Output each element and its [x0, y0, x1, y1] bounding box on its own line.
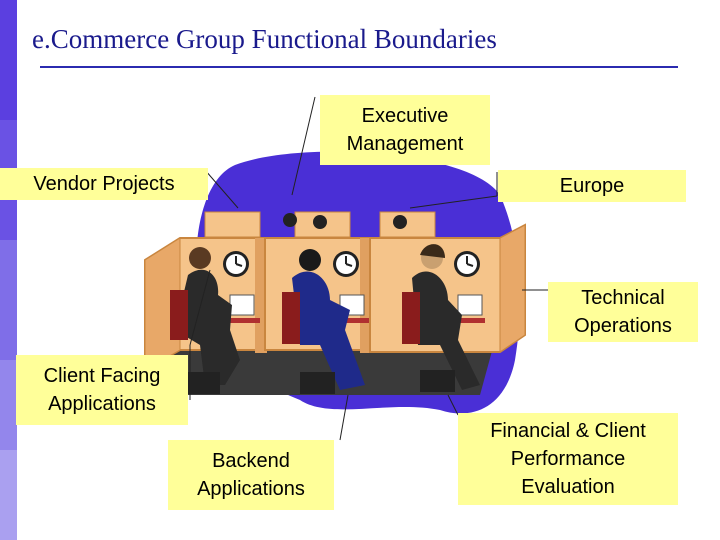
cubicle-1 — [144, 237, 267, 394]
label-client-facing-applications: Client Facing Applications — [16, 355, 188, 425]
connector-lines — [189, 96, 548, 441]
label-executive-management: Executive Management — [320, 95, 490, 165]
back-person-1 — [283, 213, 297, 227]
label-europe: Europe — [498, 170, 686, 202]
label-technical-operations: Technical Operations — [548, 282, 698, 342]
worker-3 — [412, 271, 480, 390]
label-vendor-projects: Vendor Projects — [0, 168, 208, 200]
briefcase-icon — [300, 372, 335, 394]
page-title: e.Commerce Group Functional Boundaries — [32, 24, 497, 54]
worker-2 — [292, 271, 365, 390]
left-accent-bar — [0, 0, 17, 540]
back-cubicles — [204, 211, 436, 238]
briefcase-icon — [185, 372, 220, 394]
back-person-2 — [313, 215, 327, 229]
cubicle-2 — [264, 237, 372, 394]
briefcase-icon — [420, 370, 455, 392]
title-underline — [40, 66, 678, 68]
label-backend-applications: Backend Applications — [168, 440, 334, 510]
back-person-3 — [393, 215, 407, 229]
label-financial-client-performance: Financial & Client Performance Evaluatio… — [458, 413, 678, 505]
worker-1 — [175, 269, 240, 385]
cubicle-3 — [369, 223, 526, 392]
